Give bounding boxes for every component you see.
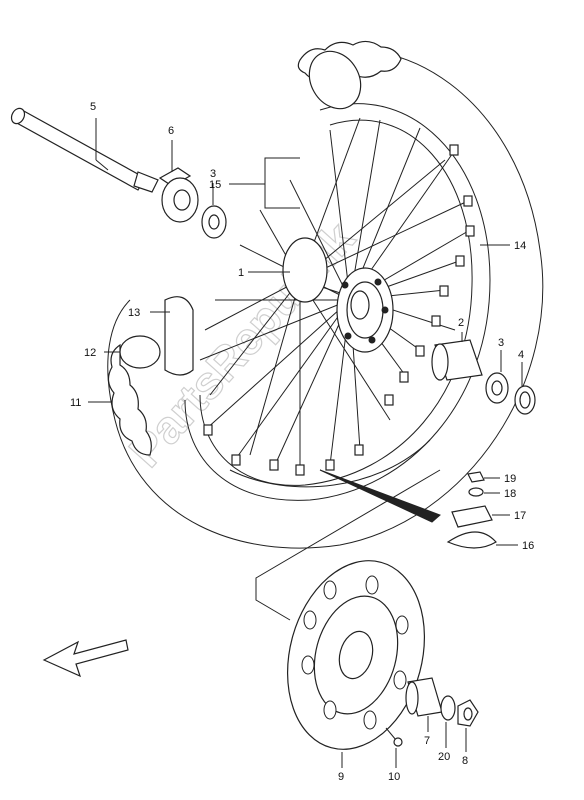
label-16: 16 — [522, 540, 534, 552]
label-11: 11 — [70, 397, 81, 409]
label-19: 19 — [504, 473, 516, 485]
label-10: 10 — [388, 771, 400, 783]
front-wheel — [107, 40, 544, 549]
part-nut-washer-rimlock — [446, 471, 497, 549]
part-disc-bolt — [385, 727, 403, 747]
part-washer — [440, 695, 456, 721]
part-number-labels: 5 6 3 15 1 13 12 11 14 2 3 4 19 18 17 16… — [70, 101, 534, 783]
label-1: 1 — [238, 267, 244, 279]
part-axle — [10, 107, 159, 193]
front-direction-arrow — [42, 639, 129, 678]
part-axle-nut — [457, 699, 479, 727]
label-15: 15 — [209, 179, 221, 191]
pointer-arrow — [319, 469, 441, 523]
spokes — [199, 117, 471, 470]
part-spacer-right — [431, 339, 483, 381]
label-14: 14 — [514, 240, 526, 252]
label-20: 20 — [438, 751, 450, 763]
label-18: 18 — [504, 488, 516, 500]
label-17: 17 — [514, 510, 526, 522]
label-2: 2 — [458, 317, 464, 329]
leader-lines — [88, 118, 523, 768]
label-8: 8 — [462, 755, 468, 767]
part-bearing-right — [485, 372, 509, 404]
label-4: 4 — [518, 349, 524, 361]
label-12: 12 — [84, 347, 96, 359]
label-3-right: 3 — [498, 337, 504, 349]
tire-tread-left — [107, 343, 152, 456]
label-6: 6 — [168, 125, 174, 137]
part-oil-seal — [514, 385, 536, 415]
part-tube-and-flap — [119, 296, 194, 376]
wheel-hub — [282, 237, 394, 353]
label-5: 5 — [90, 101, 96, 113]
label-3-left: 3 — [210, 168, 216, 180]
label-9: 9 — [338, 771, 344, 783]
guide-line — [255, 469, 441, 621]
tire-tread-top — [297, 40, 402, 110]
spoke-nipples — [203, 144, 475, 476]
part-spacer-left — [405, 677, 443, 717]
label-7: 7 — [424, 735, 430, 747]
label-13: 13 — [128, 307, 140, 319]
part-brake-disc — [286, 560, 426, 750]
part-speedometer-gear — [158, 167, 199, 223]
part-bearing-left — [201, 205, 227, 239]
